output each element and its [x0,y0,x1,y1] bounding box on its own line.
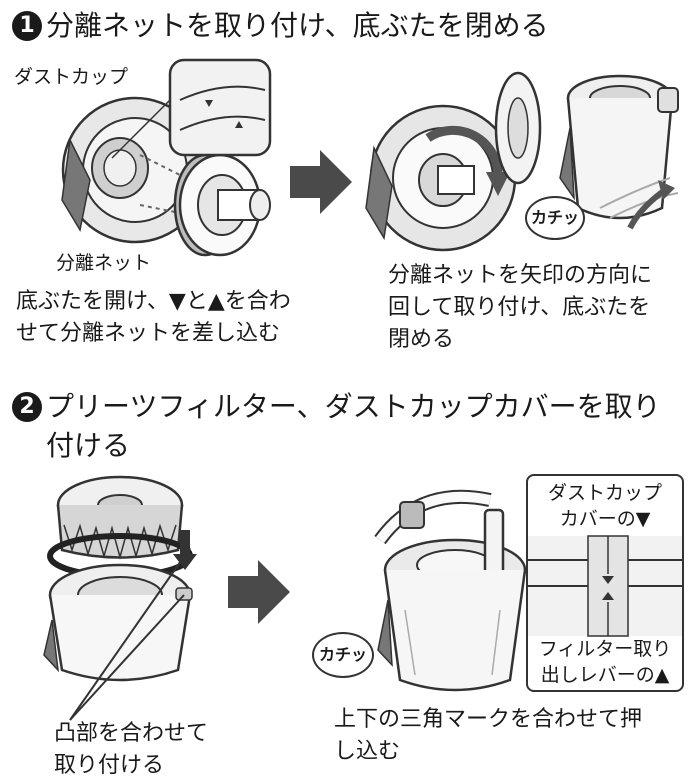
step2-illustration-cup-cover [374,489,527,692]
step2-caption-left: 凸部を合わせて 取り付ける [54,718,208,782]
inset-top-label: ダストカップ カバーの▼ [528,480,682,532]
step1-illustration-rotate-net [365,71,542,252]
inset-line: ダストカップ [547,482,662,504]
caption-line: 底ぶたを開け、▼と▲を合わ [16,289,291,314]
caption-line: 上下の三角マークを合わせて押 [334,707,643,732]
inset-bottom-label: フィルター取り 出しレバーの▲ [528,636,682,688]
step2-caption-right: 上下の三角マークを合わせて押 し込む [334,704,642,768]
right-arrow-icon [228,560,290,624]
caption-line: 閉める [388,327,455,352]
inset-cup-closeup [528,535,682,637]
caption-line: 取り付ける [54,753,165,778]
step2-title-line2: 付ける [46,429,131,462]
caption-line: 凸部を合わせて [54,721,209,746]
caption-line: し込む [334,739,401,764]
click-sound-bubble-2: カチッ [312,632,374,678]
step1-caption-left: 底ぶたを開け、▼と▲を合わ せて分離ネットを差し込む [16,286,291,350]
label-dust-cup: ダストカップ [14,66,129,88]
step1-illustration-closed-cup [559,74,679,230]
inset-line: 出しレバーの▲ [540,664,670,686]
triangle-mark-detail-inset: ダストカップ カバーの▼ フィルター取り 出しレバーの▲ [526,474,684,692]
step1-caption-right: 分離ネットを矢印の方向に 回して取り付け、底ぶたを 閉める [388,260,652,356]
caption-line: 回して取り付け、底ぶたを [388,295,651,320]
step2-number-badge: 2 [12,392,42,422]
step2-illustration-pleated-filter [43,475,197,721]
caption-line: せて分離ネットを差し込む [16,321,281,346]
click-sound-bubble-1: カチッ [525,196,585,240]
right-arrow-icon [290,150,352,214]
inset-line: フィルター取り [538,638,672,660]
step1-number-badge: 1 [12,11,42,41]
caption-line: 分離ネットを矢印の方向に [388,263,653,288]
inset-line: カバーの▼ [559,508,651,530]
label-separation-net: 分離ネット [56,252,152,274]
step2-title-line1: プリーツフィルター、ダストカップカバーを取り [46,390,661,423]
step1-title: 分離ネットを取り付け、底ぶたを閉める [46,9,549,42]
step1-illustration-insert-net [61,58,272,257]
